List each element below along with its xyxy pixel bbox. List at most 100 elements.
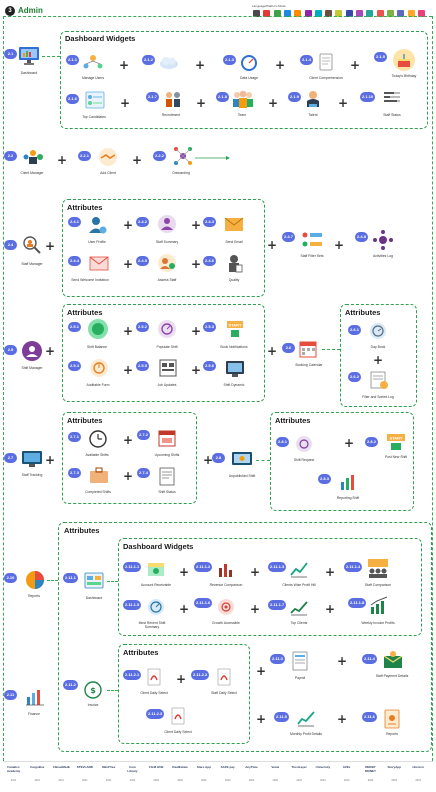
footer-logo[interactable]: AVEL <box>342 765 351 769</box>
footer-logo[interactable]: CargoBox <box>30 765 45 769</box>
team-icon[interactable] <box>230 88 256 110</box>
footer-logo[interactable]: Vesta <box>271 765 280 769</box>
label-2-1-6: Top Candidates <box>82 115 106 119</box>
person-icon[interactable] <box>303 88 323 110</box>
start-icon[interactable]: START <box>224 318 246 340</box>
upcoming-icon[interactable] <box>157 428 177 448</box>
calendar-icon[interactable] <box>298 339 318 359</box>
job-updates-icon[interactable] <box>157 357 179 379</box>
footer-logo[interactable]: University <box>315 765 331 769</box>
badge-2-5-5: 2.5.5 <box>136 361 149 371</box>
available-shifts-icon[interactable] <box>87 428 109 450</box>
invitation-icon[interactable] <box>88 253 110 273</box>
unpublished-icon[interactable] <box>230 450 254 470</box>
plus-icon: + <box>267 344 278 358</box>
filter-sets-icon[interactable] <box>300 230 324 250</box>
revenue-icon[interactable] <box>216 559 236 579</box>
quality-icon[interactable] <box>223 252 245 274</box>
badge-2-7-2: 2.7.2 <box>137 430 150 440</box>
assess-icon[interactable] <box>156 252 178 274</box>
send-email-icon[interactable] <box>223 214 245 234</box>
footer-logo[interactable]: FILM HUB <box>149 765 164 769</box>
attributes-box-2-5 <box>62 304 265 402</box>
badge-2-1-9: 2.1.9 <box>288 92 301 102</box>
badge-2-1-8: 2.1.8 <box>216 92 229 102</box>
day-book-icon[interactable] <box>368 321 388 341</box>
finance-icon[interactable] <box>24 686 46 708</box>
footer-logo[interactable]: SAFE pay <box>220 765 235 769</box>
filter-log-icon[interactable] <box>368 369 390 391</box>
invoice-profits-icon[interactable] <box>368 595 390 617</box>
shift-balance-icon[interactable] <box>87 318 109 340</box>
footer-logo[interactable]: TrustLayer <box>291 765 307 769</box>
shift-status-icon[interactable] <box>157 465 177 487</box>
label-2-10: Reports <box>28 594 40 598</box>
footer-logo[interactable]: MindTree <box>102 765 116 769</box>
shift-manager-icon[interactable] <box>21 340 43 362</box>
document-icon[interactable] <box>317 52 335 72</box>
cloud-icon[interactable] <box>158 53 180 71</box>
legend-swatch <box>417 10 425 17</box>
footer-logo[interactable]: Horizon <box>412 765 424 769</box>
label-2-4-4: Send Welcome Invitation <box>71 278 109 282</box>
pdf-icon[interactable] <box>146 668 162 686</box>
dashboard-widgets-title: Dashboard Widgets <box>65 34 136 43</box>
footer-logo[interactable]: Stars App <box>196 765 211 769</box>
recent-shift-icon[interactable] <box>146 597 166 617</box>
plus-icon: + <box>191 363 202 377</box>
populate-icon[interactable] <box>156 318 178 340</box>
auditable-icon[interactable] <box>88 357 110 379</box>
shift-request-icon[interactable] <box>294 434 314 454</box>
user-profile-icon[interactable] <box>86 214 108 236</box>
reporting-icon[interactable] <box>338 472 358 492</box>
footer-logo[interactable]: Fanatics Academy <box>6 765 21 773</box>
client-manager-icon[interactable] <box>22 147 44 167</box>
reports-icon[interactable] <box>24 569 46 591</box>
badge-2-8: 2.8 <box>212 453 225 463</box>
plus-icon: + <box>256 664 267 678</box>
payroll-icon[interactable] <box>290 650 310 672</box>
gauge-icon[interactable] <box>239 53 259 71</box>
staff-status-icon[interactable] <box>382 89 402 107</box>
users-network-icon[interactable] <box>82 52 104 72</box>
plus-icon: + <box>195 58 206 72</box>
badge-2-1-6: 2.1.6 <box>66 94 79 104</box>
footer-logo[interactable]: ClimaxMedia <box>52 765 70 769</box>
pdf-icon[interactable] <box>170 707 186 725</box>
badge-2-11-1-5: 2.11.1.5 <box>123 600 142 610</box>
monitor-dashboard-icon[interactable] <box>17 45 41 67</box>
completed-icon[interactable] <box>88 466 110 486</box>
label-2-1-5: Today's Birthday <box>391 74 417 78</box>
shift-dynamic-icon[interactable] <box>224 357 246 379</box>
growth-icon[interactable] <box>216 597 236 617</box>
staff-manager-icon[interactable] <box>21 234 43 256</box>
label-2-4: Staff Manager <box>21 262 43 266</box>
staff-summary-icon[interactable] <box>156 213 178 235</box>
label-2-4-8: Activities Log <box>373 254 393 258</box>
network-icon[interactable] <box>172 145 194 167</box>
footer-logo[interactable]: StoryApp <box>387 765 402 769</box>
invoice-dollar-icon[interactable]: $ <box>82 679 104 701</box>
birthday-icon[interactable] <box>392 48 416 72</box>
candidates-list-icon[interactable] <box>84 90 106 110</box>
payment-icon[interactable] <box>382 650 404 670</box>
post-shift-icon[interactable]: START <box>385 432 407 452</box>
footer-logo[interactable]: Core Library <box>127 765 138 773</box>
top-clients-icon[interactable] <box>289 597 309 617</box>
handshake-icon[interactable] <box>97 147 119 167</box>
monthly-profit-icon[interactable] <box>296 708 316 728</box>
badge-2-11-3: 2.11.3 <box>270 654 285 664</box>
staff-compare-icon[interactable] <box>366 557 390 579</box>
dashboard-panel-icon[interactable] <box>83 570 105 592</box>
staff-tracking-icon[interactable] <box>20 449 44 469</box>
footer-logo[interactable]: AnyTime <box>245 765 258 769</box>
receivable-icon[interactable] <box>146 559 166 579</box>
footer-logo[interactable]: STEVLAND <box>76 765 93 769</box>
pdf-icon[interactable] <box>216 668 232 686</box>
profit-chart-icon[interactable] <box>289 559 309 579</box>
reports-doc-icon[interactable] <box>382 708 402 730</box>
footer-logo[interactable]: DERBY MONEY <box>364 765 376 773</box>
activities-icon[interactable] <box>372 229 394 251</box>
recruitment-icon[interactable] <box>162 88 184 110</box>
footer-logo[interactable]: RealEstate <box>172 765 188 769</box>
